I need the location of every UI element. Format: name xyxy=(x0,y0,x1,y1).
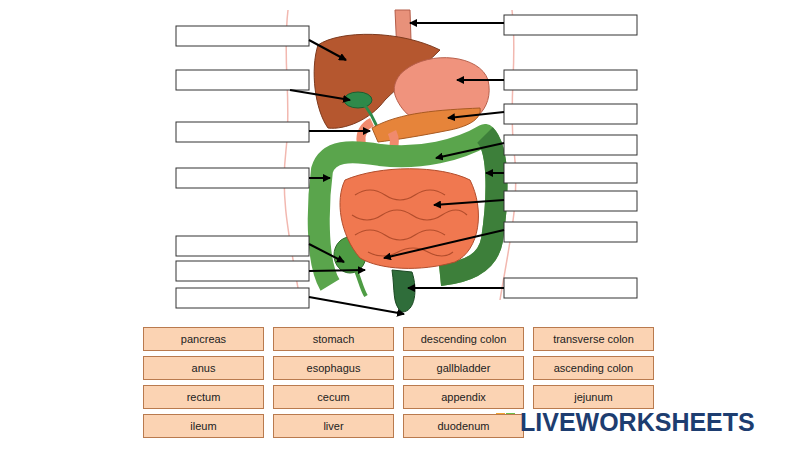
word-label: duodenum xyxy=(438,420,490,432)
word-tile: esophagus xyxy=(273,356,394,380)
word-label: gallbladder xyxy=(437,362,491,374)
word-tile: gallbladder xyxy=(403,356,524,380)
watermark: LIVEWORKSHEETS xyxy=(520,408,755,437)
word-label: stomach xyxy=(313,333,355,345)
word-tile: appendix xyxy=(403,385,524,409)
word-label: anus xyxy=(192,362,216,374)
word-tile: descending colon xyxy=(403,327,524,351)
word-tile: ileum xyxy=(143,414,264,438)
word-label: descending colon xyxy=(421,333,507,345)
word-label: esophagus xyxy=(307,362,361,374)
word-label: transverse colon xyxy=(553,333,634,345)
word-tile: ascending colon xyxy=(533,356,654,380)
word-tile: liver xyxy=(273,414,394,438)
word-tile: cecum xyxy=(273,385,394,409)
word-tile: duodenum xyxy=(403,414,524,438)
word-label: cecum xyxy=(317,391,349,403)
word-label: jejunum xyxy=(574,391,613,403)
word-tile: rectum xyxy=(143,385,264,409)
word-label: ileum xyxy=(190,420,216,432)
word-tile: transverse colon xyxy=(533,327,654,351)
word-label: ascending colon xyxy=(554,362,634,374)
word-label: rectum xyxy=(187,391,221,403)
word-label: liver xyxy=(323,420,343,432)
word-tile: pancreas xyxy=(143,327,264,351)
word-label: pancreas xyxy=(181,333,226,345)
word-tile: anus xyxy=(143,356,264,380)
word-label: appendix xyxy=(441,391,486,403)
word-tile: jejunum xyxy=(533,385,654,409)
word-tile: stomach xyxy=(273,327,394,351)
